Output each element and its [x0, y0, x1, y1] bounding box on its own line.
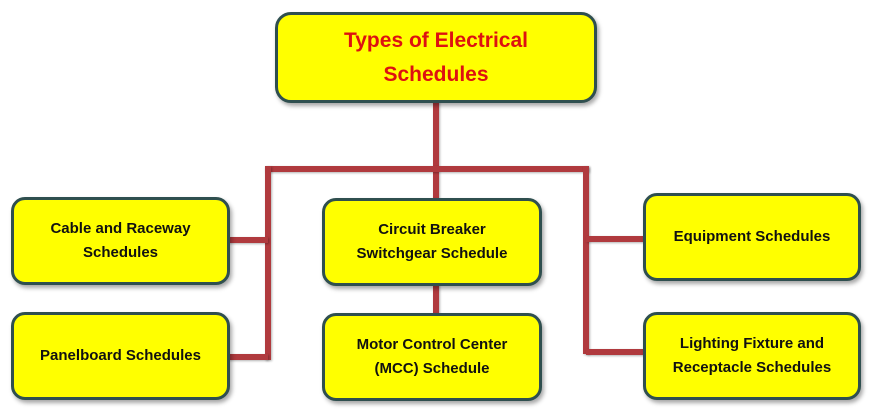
node-label-line-1: Panelboard Schedules: [40, 347, 201, 364]
node-label-line-2: (MCC) Schedule: [374, 360, 490, 377]
connector-left-panelboard: [228, 354, 268, 360]
node-label-line-2: Schedules: [82, 244, 159, 261]
node-panelboard: Panelboard Schedules: [11, 312, 230, 400]
title-node: Types of Electrical Schedules: [275, 12, 597, 103]
node-label-line-1: Motor Control Center: [356, 336, 508, 353]
node-mcc: Motor Control Center (MCC) Schedule: [322, 313, 542, 401]
connector-right-vertical: [583, 166, 589, 354]
node-label-line-2: Switchgear Schedule: [356, 245, 508, 262]
node-cable-raceway: Cable and Raceway Schedules: [11, 197, 230, 285]
node-label-line-1: Circuit Breaker: [378, 221, 486, 238]
node-label-line-2: Receptacle Schedules: [672, 359, 832, 376]
connector-center-mcc: [433, 284, 439, 316]
connector-trunk: [433, 100, 439, 200]
connector-right-equipment: [586, 236, 646, 242]
node-circuit-breaker: Circuit Breaker Switchgear Schedule: [322, 198, 542, 286]
node-equipment: Equipment Schedules: [643, 193, 861, 281]
connector-horizontal-bar: [265, 166, 589, 172]
node-label-line-1: Lighting Fixture and: [679, 335, 825, 352]
connector-left-cable: [228, 237, 268, 243]
node-label-line-1: Cable and Raceway: [50, 220, 191, 237]
node-label-line-1: Equipment Schedules: [673, 228, 831, 245]
connector-left-vertical: [265, 166, 271, 360]
title-line-1: Types of Electrical: [343, 28, 529, 52]
connector-right-lighting: [586, 349, 646, 355]
title-line-2: Schedules: [383, 62, 489, 86]
node-lighting: Lighting Fixture and Receptacle Schedule…: [643, 312, 861, 400]
